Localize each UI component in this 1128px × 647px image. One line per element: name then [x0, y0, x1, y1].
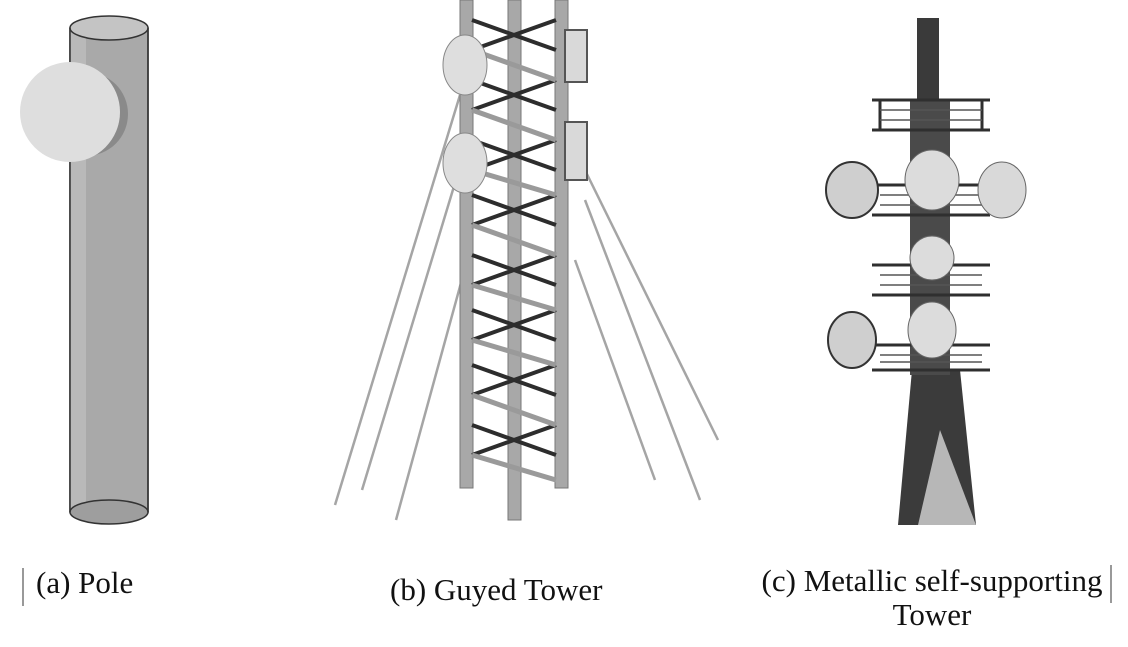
caption-self-supporting-line2: Tower — [892, 597, 972, 632]
caption-guyed-tower: (b) Guyed Tower — [390, 572, 603, 607]
self-supporting-tower-illustration — [800, 0, 1128, 540]
caption-self-supporting-tower: (c) Metallic self-supporting Tower — [752, 564, 1112, 632]
caption-self-supporting-line1: (c) Metallic self-supporting — [761, 563, 1103, 598]
guyed-tower-illustration — [300, 0, 740, 540]
caption-c-mark — [1110, 565, 1112, 603]
pole-illustration — [0, 0, 300, 540]
caption-pole: (a) Pole — [36, 565, 134, 600]
caption-a-mark — [22, 568, 24, 606]
